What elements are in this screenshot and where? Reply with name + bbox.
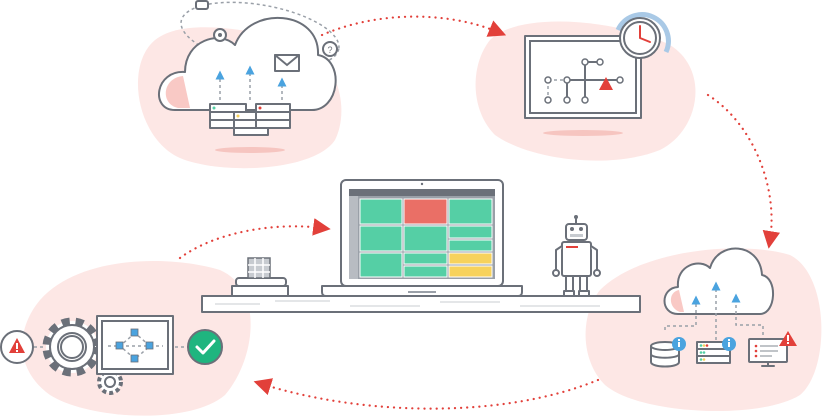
envelope-icon bbox=[274, 54, 300, 72]
warning-icon bbox=[599, 77, 613, 90]
info-icon bbox=[672, 337, 686, 351]
flow-arrow bbox=[320, 15, 507, 37]
question-bubble-icon: ? bbox=[322, 41, 338, 57]
server-icon bbox=[209, 103, 291, 136]
flow-arrow bbox=[178, 218, 331, 260]
laptop-icon bbox=[321, 179, 523, 297]
gear-icon bbox=[42, 317, 102, 377]
warning-icon bbox=[0, 330, 34, 364]
shelf bbox=[201, 295, 641, 313]
gear-icon bbox=[213, 28, 227, 42]
clock-refresh-icon bbox=[615, 12, 671, 59]
server-icon bbox=[696, 341, 731, 364]
svg-text:?: ? bbox=[327, 45, 332, 55]
alert-tile bbox=[403, 198, 448, 225]
workflow-diagram-icon bbox=[96, 315, 174, 375]
flow-arrow bbox=[706, 93, 781, 249]
cloud-monitoring-group bbox=[650, 247, 797, 368]
books-icon bbox=[231, 257, 289, 297]
workflow-monitor-group bbox=[524, 12, 671, 136]
flow-arrow bbox=[253, 378, 600, 410]
check-icon bbox=[187, 329, 223, 365]
warning-icon bbox=[779, 331, 797, 346]
chat-bubble-icon bbox=[195, 0, 209, 10]
cube-icon bbox=[247, 257, 271, 279]
cloud-servers-group: ? bbox=[158, 0, 340, 153]
monitor-icon bbox=[748, 338, 788, 367]
info-icon bbox=[722, 337, 736, 351]
robot-icon bbox=[552, 215, 601, 297]
remediation-group bbox=[0, 315, 223, 395]
cloud-icon bbox=[158, 16, 337, 112]
